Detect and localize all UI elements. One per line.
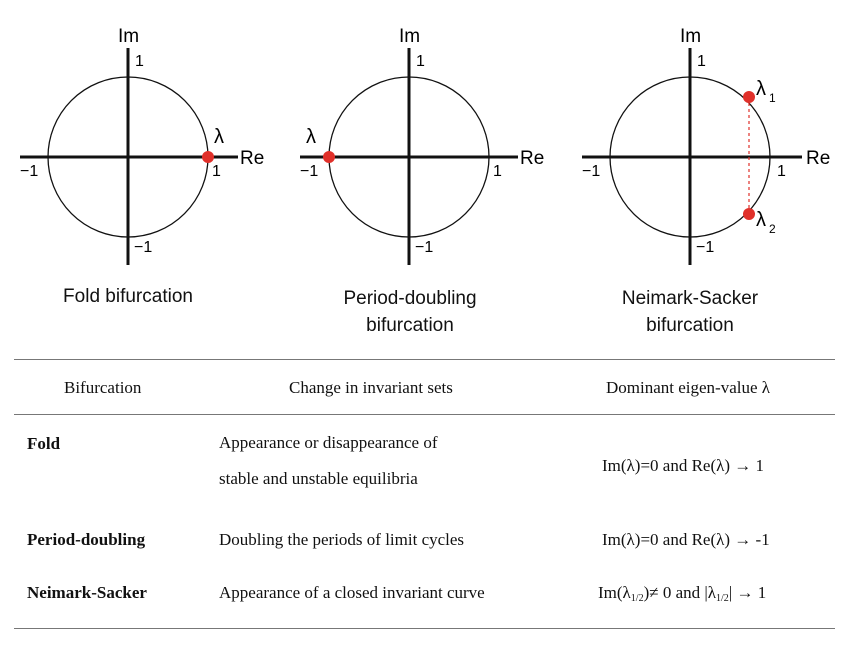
neg-one-re-label: −1 — [582, 163, 600, 180]
neimark-sacker-caption: Neimark-Sacker bifurcation — [590, 285, 790, 339]
row-period-doubling-name: Period-doubling — [27, 530, 146, 549]
eigenvalue-subscript-1: 1 — [769, 91, 776, 105]
condition-subscript: 1/2 — [630, 593, 644, 604]
im-label: Im — [399, 26, 420, 47]
row-period-doubling-change: Doubling the periods of limit cycles — [219, 530, 465, 549]
one-im-label: 1 — [135, 53, 144, 70]
caption-line: bifurcation — [646, 315, 734, 336]
re-label: Re — [240, 148, 264, 169]
re-label: Re — [806, 148, 830, 169]
neg-one-im-label: −1 — [696, 239, 714, 256]
row-neimark-sacker-condition: Im(λ1/2)≠ 0 and |λ1/2| → 1 — [598, 583, 766, 604]
eigenvalue-point — [323, 151, 335, 163]
period-doubling-diagram: Im Re 1 −1 1 −1 λ — [300, 26, 544, 265]
one-re-label: 1 — [493, 163, 502, 180]
condition-part: )≠ 0 and |λ — [643, 583, 717, 602]
table-header-rule — [14, 414, 835, 415]
eigenvalue-label: λ — [214, 126, 224, 148]
change-line: Appearance or disappearance of — [219, 433, 438, 452]
caption-line: Fold bifurcation — [63, 286, 193, 307]
im-label: Im — [680, 26, 701, 47]
im-label: Im — [118, 26, 139, 47]
one-im-label: 1 — [416, 53, 425, 70]
caption-line: bifurcation — [366, 315, 454, 336]
neimark-sacker-diagram: Im Re 1 −1 1 −1 λ 1 λ 2 — [582, 26, 830, 265]
change-line: stable and unstable equilibria — [219, 469, 418, 488]
row-fold-name: Fold — [27, 434, 61, 453]
eigenvalue-label-1: λ — [756, 78, 766, 100]
neg-one-im-label: −1 — [134, 239, 152, 256]
eigenvalue-point-2 — [743, 208, 755, 220]
row-period-doubling-condition: Im(λ)=0 and Re(λ) → -1 — [602, 530, 770, 549]
row-fold-change: Appearance or disappearance of stable an… — [219, 425, 438, 497]
fold-caption: Fold bifurcation — [28, 283, 228, 310]
row-fold-condition: Im(λ)=0 and Re(λ) → 1 — [602, 456, 765, 475]
row-neimark-sacker-change: Appearance of a closed invariant curve — [219, 583, 485, 602]
neg-one-re-label: −1 — [300, 163, 318, 180]
table-top-rule — [14, 359, 835, 360]
one-im-label: 1 — [697, 53, 706, 70]
eigenvalue-label-2: λ — [756, 209, 766, 231]
one-re-label: 1 — [777, 163, 786, 180]
period-doubling-caption: Period-doubling bifurcation — [310, 285, 510, 339]
fold-diagram: Im Re 1 −1 1 −1 λ — [20, 26, 264, 265]
eigenvalue-point-1 — [743, 91, 755, 103]
neg-one-re-label: −1 — [20, 163, 38, 180]
eigenvalue-label: λ — [306, 126, 316, 148]
caption-line: Period-doubling — [343, 288, 477, 309]
condition-part: Im(λ — [598, 583, 631, 602]
caption-line: Neimark-Sacker — [621, 288, 759, 309]
condition-part: | → 1 — [728, 583, 767, 602]
eigenvalue-point — [202, 151, 214, 163]
table-bottom-rule — [14, 628, 835, 629]
eigenvalue-subscript-2: 2 — [769, 222, 776, 236]
row-neimark-sacker-name: Neimark-Sacker — [27, 583, 147, 602]
neg-one-im-label: −1 — [415, 239, 433, 256]
header-bifurcation: Bifurcation — [64, 378, 142, 397]
condition-subscript: 1/2 — [716, 593, 729, 604]
re-label: Re — [520, 148, 544, 169]
unit-circle-diagrams: Im Re 1 −1 1 −1 λ Im Re 1 −1 1 −1 λ Im R… — [20, 26, 830, 265]
one-re-label: 1 — [212, 163, 221, 180]
header-eigenvalue: Dominant eigen-value λ — [606, 378, 771, 397]
header-change: Change in invariant sets — [289, 378, 453, 397]
